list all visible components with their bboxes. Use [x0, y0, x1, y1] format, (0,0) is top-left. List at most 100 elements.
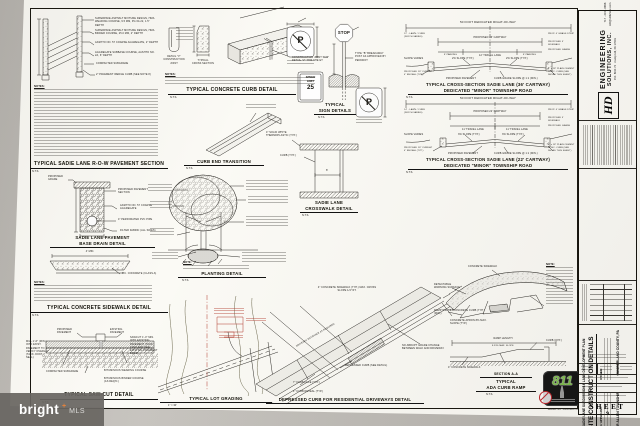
x36-seg-label: 8' PARKING	[444, 54, 457, 56]
shovel-icon	[560, 386, 564, 398]
cw-thermo-label: 4" SOLID WHITE THERMOPLASTIC (TYP.)	[266, 131, 297, 138]
dep-curb-label: 8" CONCRETE CURB (TYP.)	[450, 309, 485, 312]
saw-cut-label: SAWCUT 1'-0" MIN. INTO EXISTING PAVEMENT…	[130, 336, 158, 356]
watermark-mls: MLS	[69, 407, 86, 415]
post-height-dim: 7'	[327, 56, 330, 59]
scale-note: N.T.S.	[32, 314, 40, 317]
note-heading: NOTE:	[183, 260, 192, 264]
firm-logo: HD	[598, 92, 619, 119]
x22-curbgrade-label: CURB GRADE SLOPE @ 1:1 (MIN.)	[494, 152, 538, 155]
lot-red-text	[246, 318, 266, 323]
title-block: HD ENGINEERING SOLUTIONS, INC. P.O. BOX …	[578, 3, 637, 426]
scale-note: N.T.S.	[268, 403, 274, 405]
x36-slope-label: 2% SLOPE (TYP.)	[506, 57, 528, 60]
plant-label-lines	[152, 252, 178, 260]
ada-length-label: RAMP LENGTH	[493, 337, 513, 340]
scale-note: N.T.S.	[318, 116, 326, 119]
dep-apron-label: CONCRETE APRON 8% MAX. SLOPE (TYP.)	[450, 319, 487, 326]
title-block-certification	[579, 121, 636, 169]
ada-warning-label: DETECTABLE WARNING SURFACE	[434, 283, 460, 290]
call-811-logo: 811	[539, 371, 582, 406]
sheet-number: 9	[606, 411, 609, 417]
notes-heading: NOTES:	[34, 280, 45, 284]
curb-dim-lines	[176, 27, 193, 40]
x36-seg-label: 8' PARKING	[523, 54, 536, 56]
x22-sidewalk-label: PROPOSED 5' SIDEWALK	[548, 117, 564, 122]
scale-note: N.T.S.	[186, 167, 194, 170]
firm-name-line2: SOLUTIONS, INC.	[607, 31, 613, 87]
detail-title-curb-end: CURB END TRANSITION	[184, 159, 264, 167]
x36-pavement-label: PROPOSED PAVEMENT	[446, 77, 476, 80]
call-811-number: 811	[552, 373, 573, 388]
drain-label: FILTER FABRIC (ALL SIDES)	[120, 229, 156, 232]
x36-seg-label: 12' TRAVEL LANE	[478, 54, 502, 57]
x36-lawn-label: 12' - LAWN / CURB (WIDTH VARIES)	[404, 33, 425, 38]
saw-label: BITUMINOUS BINDER COURSE (AS REQ'D.)	[104, 377, 144, 384]
sheet-label: SHEET	[589, 403, 626, 411]
watermark-plus-icon: +	[62, 403, 67, 410]
plant-label-lines	[148, 184, 172, 192]
x36-grass-label: PROP. 4' GRASS STRIP	[548, 33, 575, 35]
x36-sidewalk-label: PROPOSED 5' SIDEWALK	[548, 41, 564, 46]
dep-face-label: 7" CURB FACE (TYP.)	[293, 381, 320, 384]
x22-cartway-label: PROPOSED 22' CARTWAY	[473, 110, 507, 113]
note-lines	[183, 265, 249, 270]
no-parking-letter: P	[297, 34, 304, 45]
cw-curb-label: CURB (TYP.)	[280, 154, 296, 157]
seal-area	[579, 325, 636, 364]
notes-heading: NOTES:	[165, 72, 176, 76]
ada-slope-label: 8.33% MAX. SLOPE	[492, 344, 514, 347]
plant-label-lines	[248, 196, 288, 204]
drawing-border	[30, 8, 578, 409]
scale-note: N.T.S.	[302, 214, 310, 217]
detail-title-xsection-36: TYPICAL CROSS-SECTION SADIE LANE (36' CA…	[408, 82, 568, 95]
detail-title-sidewalk: TYPICAL CONCRETE SIDEWALK DETAIL	[30, 305, 168, 314]
notes-heading: NOTES:	[34, 84, 45, 88]
no-parking-letter: P	[365, 97, 372, 107]
notes-lines	[34, 285, 152, 302]
x22-slope-label: 3% SLOPE (TYP.)	[458, 133, 480, 136]
sign-caption-lines	[356, 119, 382, 125]
pvmt-layer-label: AGGREGATE SUBBASE COURSE, AASHTO NO. 2A,…	[95, 51, 155, 58]
scale-note: N.T.S.	[170, 96, 178, 99]
ada-curb-label: CURB (TYP.)	[546, 339, 562, 342]
firm-address2: Camp Hill, PA 17001	[614, 37, 617, 63]
ada-walk-label: CONCRETE SIDEWALK	[468, 265, 498, 268]
speed-limit-sign-text: SPEED LIMIT 25	[305, 75, 316, 91]
stop-sign-text: STOP	[337, 30, 351, 35]
pvmt-wedge-label: 2" PAVEMENT WEDGE CURB (SEE NOTE 8)	[96, 73, 151, 76]
ada-width-label: RAMP WIDTH 5' (MIN.)	[434, 309, 454, 316]
ada-walk4-label: 4" CONCRETE SIDEWALK	[448, 366, 481, 369]
drain-label: AASHTO NO. 57 COARSE AGGREGATE	[120, 204, 153, 211]
x22-slope-varies: SLOPE VARIES	[404, 133, 424, 136]
plant-label-lines	[246, 180, 288, 190]
firm-name-line1: ENGINEERING	[600, 28, 607, 89]
walk-conc-label: P.C. CONCRETE (CLASS A)	[122, 272, 157, 275]
curbend-leader-lines	[246, 104, 276, 109]
plant-label-lines	[246, 216, 288, 228]
info-fields	[579, 364, 636, 403]
x22-grass-label: PROP. 4' GRASS STRIP	[548, 109, 575, 111]
x36-grade-label: PROPOSED GRADE	[548, 49, 571, 51]
plant-label-lines	[150, 228, 174, 236]
x22-grade-label: PROPOSED GRADE	[548, 125, 571, 127]
watermark-brand: bright	[18, 402, 60, 417]
x36-slope-varies: SLOPE VARIES	[404, 57, 424, 60]
pvmt-layer-label: COMPACTED SUBGRADE	[96, 62, 129, 65]
detail-title-pavement-section: TYPICAL SADIE LANE R-O-W PAVEMENT SECTIO…	[30, 161, 168, 170]
drain-label: PROPOSED PAVEMENT SECTION	[118, 188, 148, 195]
brightmls-watermark: bright+MLS	[0, 393, 104, 426]
scale-note: N.T.S.	[182, 279, 190, 282]
cw-dim-label: 8'	[325, 169, 329, 172]
x22-seg-label: 11' TRAVEL LANE	[462, 128, 484, 131]
saw-label: BITUMINOUS WEARING COURSE	[104, 369, 147, 372]
drain-grade-label: PROPOSED GRADE	[48, 175, 63, 182]
x36-curb-right-label: 8" x 18" PLAIN CEMENT CONC. CURB (SEE DE…	[548, 68, 575, 76]
revision-table	[579, 281, 636, 325]
walk-dim-label: 4' MIN.	[85, 250, 95, 253]
